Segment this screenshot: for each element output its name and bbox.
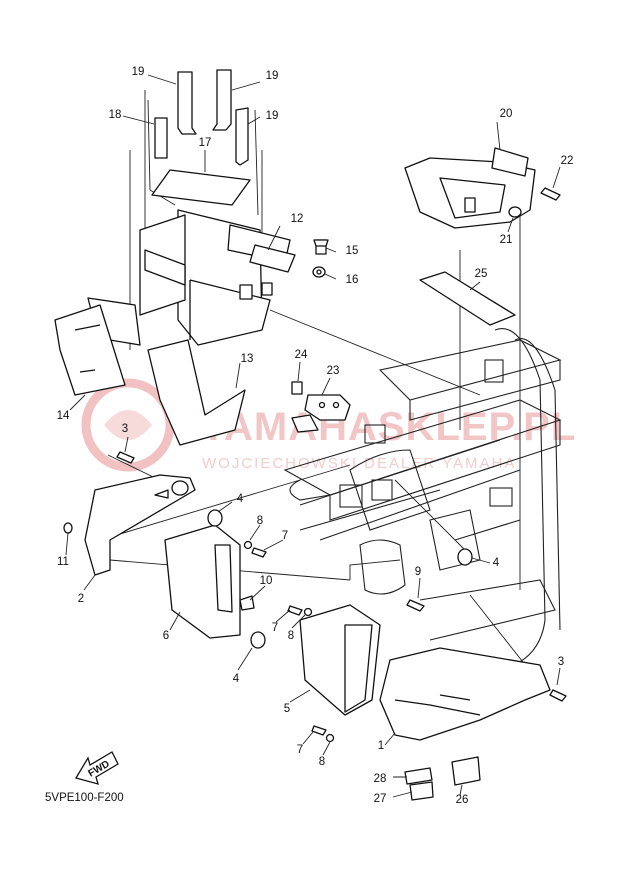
callout-19-b: 19 bbox=[266, 70, 279, 82]
callout-1: 1 bbox=[378, 740, 384, 752]
fastener-9 bbox=[406, 599, 425, 612]
part-2-left-cover bbox=[84, 474, 196, 576]
part-12-clip bbox=[249, 244, 296, 273]
part-21-nut bbox=[508, 206, 522, 218]
callout-19-a: 19 bbox=[132, 66, 145, 78]
part-27-label bbox=[409, 781, 434, 801]
callout-9: 9 bbox=[415, 566, 421, 578]
callouts: 19 19 18 19 17 12 15 16 20 22 21 25 24 2… bbox=[57, 66, 574, 806]
part-26-label bbox=[451, 756, 481, 786]
callout-4-c: 4 bbox=[493, 557, 500, 569]
callout-12: 12 bbox=[291, 213, 304, 225]
callout-18: 18 bbox=[109, 109, 122, 121]
callout-11: 11 bbox=[57, 556, 69, 568]
callout-3-a: 3 bbox=[122, 423, 128, 435]
diagram-code: 5VPE100-F200 bbox=[45, 792, 124, 804]
part-23-arm bbox=[291, 414, 319, 433]
fastener-4-b bbox=[250, 631, 266, 649]
part-28-label bbox=[404, 767, 433, 785]
part-24-bolt bbox=[291, 381, 303, 395]
callout-8-c: 8 bbox=[319, 756, 325, 768]
watermark-main-text: YAMAHASKLEP.PL bbox=[200, 405, 576, 449]
callout-13: 13 bbox=[241, 353, 254, 365]
part-6-side-cover bbox=[164, 524, 241, 639]
part-15-bolt bbox=[313, 239, 329, 255]
callout-4-b: 4 bbox=[233, 673, 240, 685]
part-16-grommet bbox=[312, 266, 326, 278]
fastener-3-upper bbox=[116, 451, 135, 464]
fastener-8-c bbox=[325, 733, 335, 743]
part-20-tray bbox=[404, 147, 536, 229]
callout-19-c: 19 bbox=[266, 110, 279, 122]
callout-5: 5 bbox=[284, 703, 290, 715]
callout-8-a: 8 bbox=[257, 515, 263, 527]
watermark-logo bbox=[81, 378, 175, 472]
fastener-8-b bbox=[303, 607, 313, 617]
leader-lines bbox=[65, 74, 561, 798]
part-17-pad bbox=[151, 169, 251, 206]
part-25-pad bbox=[419, 271, 516, 326]
callout-20: 20 bbox=[500, 108, 513, 120]
callout-27: 27 bbox=[374, 793, 387, 805]
part-22-bolt bbox=[540, 187, 561, 201]
watermark-logo-mark bbox=[104, 410, 152, 440]
callout-6: 6 bbox=[163, 630, 169, 642]
callout-16: 16 bbox=[346, 274, 359, 286]
callout-2: 2 bbox=[78, 593, 84, 605]
part-23-bracket bbox=[304, 394, 351, 421]
callout-7-c: 7 bbox=[297, 744, 303, 756]
callout-7-b: 7 bbox=[272, 622, 278, 634]
part-5-cover bbox=[299, 604, 381, 716]
fastener-11 bbox=[63, 522, 73, 534]
callout-14: 14 bbox=[57, 410, 70, 422]
callout-17: 17 bbox=[199, 137, 212, 149]
callout-4-a: 4 bbox=[237, 493, 244, 505]
callout-10: 10 bbox=[260, 575, 273, 587]
callout-15: 15 bbox=[346, 245, 359, 257]
part-14-battery-cover bbox=[54, 297, 141, 396]
fastener-4-a bbox=[207, 509, 223, 527]
battery-box bbox=[139, 209, 291, 346]
fastener-3-right bbox=[549, 689, 567, 702]
callout-26: 26 bbox=[456, 794, 469, 806]
part-19-plates bbox=[154, 69, 249, 166]
fastener-7-c bbox=[311, 725, 327, 736]
fastener-4-c bbox=[457, 548, 473, 566]
part-1-large-cover bbox=[379, 647, 551, 741]
forward-direction-arrow: FWD bbox=[75, 751, 119, 785]
watermark-sub-text: WOJCIECHOWSKI DEALER YAMAHA bbox=[202, 455, 516, 472]
callout-21: 21 bbox=[500, 234, 513, 246]
callout-22: 22 bbox=[561, 155, 574, 167]
callout-3-b: 3 bbox=[558, 656, 564, 668]
callout-28: 28 bbox=[374, 773, 387, 785]
fwd-label: FWD bbox=[86, 759, 111, 780]
callout-24: 24 bbox=[295, 349, 308, 361]
callout-7-a: 7 bbox=[282, 530, 288, 542]
callout-23: 23 bbox=[327, 365, 340, 377]
callout-8-b: 8 bbox=[288, 630, 294, 642]
fastener-7-a bbox=[251, 547, 267, 558]
part-13-bracket bbox=[147, 339, 246, 446]
fastener-8-a bbox=[243, 540, 253, 550]
fastener-7-b bbox=[287, 605, 303, 616]
callout-25: 25 bbox=[475, 268, 488, 280]
watermark: YAMAHASKLEP.PL WOJCIECHOWSKI DEALER YAMA… bbox=[81, 378, 576, 472]
